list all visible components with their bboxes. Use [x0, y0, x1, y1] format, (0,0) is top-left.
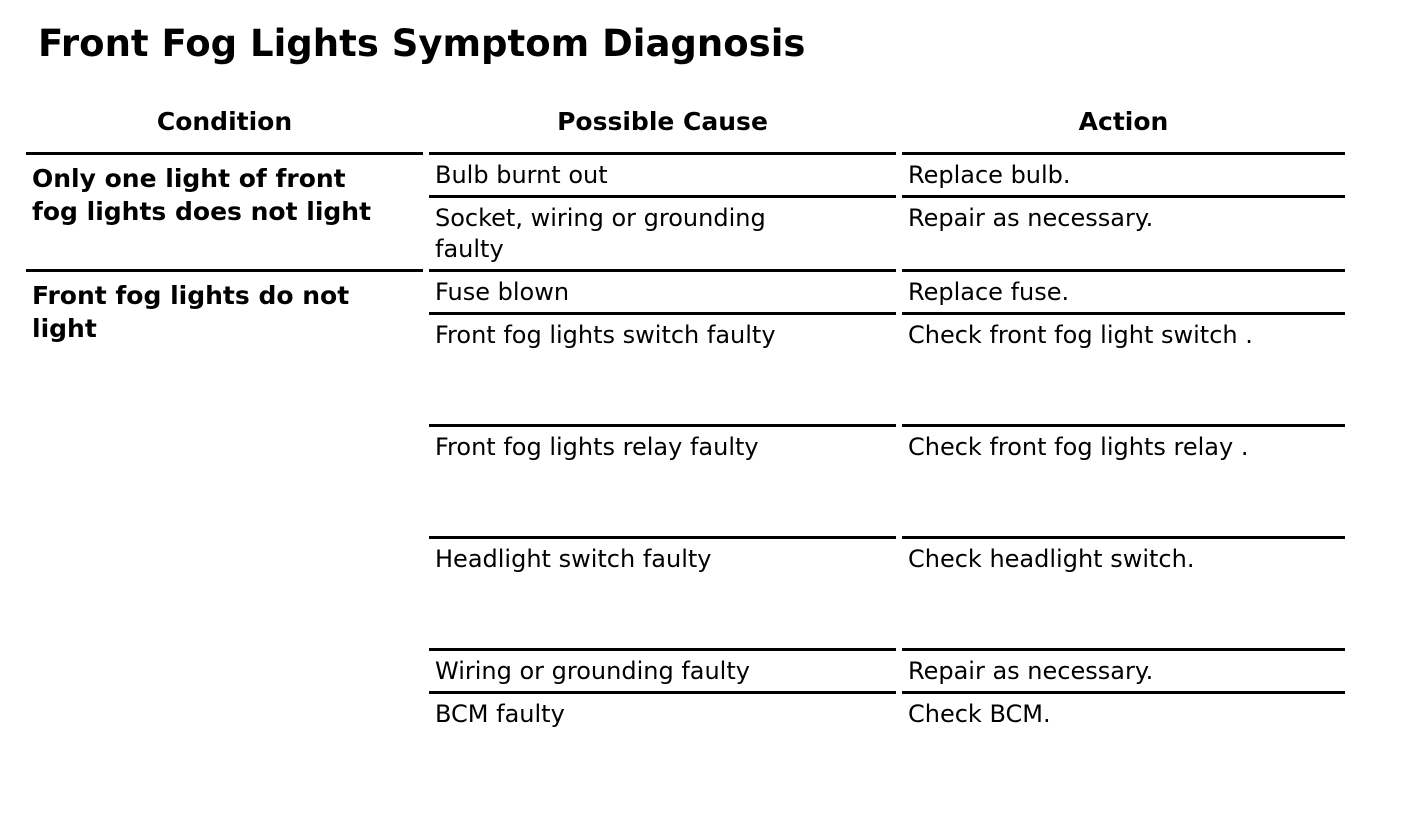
action-cell: Replace fuse. [902, 269, 1345, 312]
column-header-condition: Condition [156, 107, 293, 136]
action-cell: Repair as necessary. [902, 648, 1345, 691]
action-cell: Check BCM. [902, 691, 1345, 734]
action-cell: Repair as necessary. [902, 195, 1345, 269]
action-cell: Check front fog lights relay . [902, 424, 1345, 536]
cause-cell: Fuse blown [429, 269, 896, 312]
cause-cell: Front fog lights relay faulty [429, 424, 896, 536]
condition-group: Only one light of front fog lights does … [26, 152, 1408, 269]
action-cell: Replace bulb. [902, 152, 1345, 195]
document-page: Front Fog Lights Symptom Diagnosis Condi… [0, 22, 1408, 734]
condition-cell: Front fog lights do not light [26, 269, 423, 734]
table-body: Only one light of front fog lights does … [26, 152, 1408, 734]
condition-cell: Only one light of front fog lights does … [26, 152, 423, 269]
cause-cell: BCM faulty [429, 691, 896, 734]
symptom-diagnosis-table: Condition Possible Cause Action Only one… [26, 107, 1408, 734]
action-cell: Check front fog light switch . [902, 312, 1345, 424]
cause-cell: Socket, wiring or grounding faulty [429, 195, 896, 269]
action-cell: Check headlight switch. [902, 536, 1345, 648]
column-header-possible-cause: Possible Cause [557, 107, 768, 136]
column-header-action: Action [1078, 107, 1169, 136]
table-header-row: Condition Possible Cause Action [26, 107, 1408, 152]
page-title: Front Fog Lights Symptom Diagnosis [38, 22, 806, 65]
cause-cell: Headlight switch faulty [429, 536, 896, 648]
cause-cell: Bulb burnt out [429, 152, 896, 195]
cause-cell: Wiring or grounding faulty [429, 648, 896, 691]
cause-cell: Front fog lights switch faulty [429, 312, 896, 424]
